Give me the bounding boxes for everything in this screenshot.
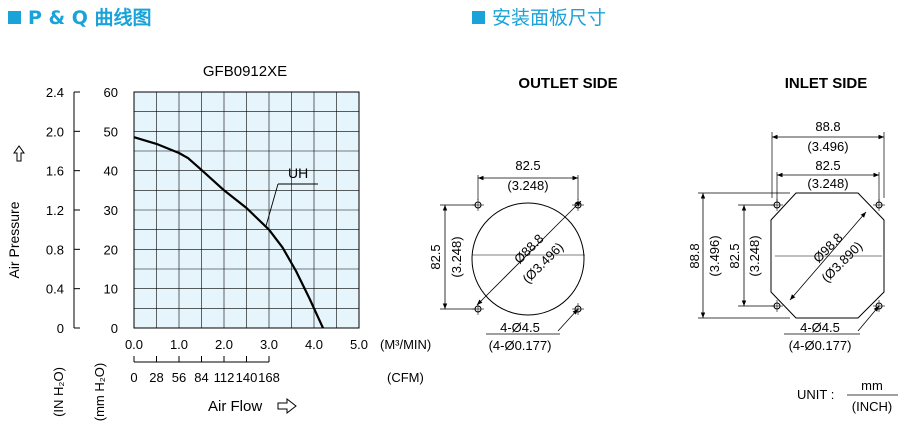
inlet-hole-spacing-in: (3.248) [807,176,848,191]
inlet-housing-outline [770,192,885,319]
y-in-tick-label: 0.8 [46,242,64,257]
y-mm-tick-label: 60 [104,85,118,100]
y-in-tick-label: 2.0 [46,124,64,139]
inlet-vert-outer-in: (3.496) [707,235,722,276]
unit-numerator: mm [861,378,883,393]
x-m3min-tick-label: 2.0 [215,337,233,352]
x-cfm-tick-label: 168 [258,370,280,385]
unit-label: UNIT : [797,387,834,402]
x-cfm-tick-label: 84 [194,370,208,385]
unit-legend: UNIT : mm (INCH) [797,378,898,414]
inlet-holes-mm: 4-Ø4.5 [800,320,840,335]
arrow-up-icon [13,145,25,162]
right-section-header: 安装面板尺寸 [472,7,606,29]
left-section-header: P & Q 曲线图 [8,6,152,29]
inlet-vert-outer-mm: 88.8 [687,243,702,268]
outlet-side-drawing: OUTLET SIDE 82.5 (3.248) 82.5 (3.248) Ø8… [428,75,618,353]
x-axis-m3min-ticks: 0.0 1.0 2.0 3.0 4.0 5.0 [125,337,368,352]
mounting-panel-title: 安装面板尺寸 [492,7,606,29]
inlet-outer-mm: 88.8 [815,119,840,134]
y-in-tick-label: 0 [57,321,64,336]
outlet-holes-mm: 4-Ø4.5 [500,320,540,335]
inlet-title: INLET SIDE [785,75,868,92]
y-in-tick-label: 0.4 [46,282,64,297]
outlet-hole-spacing-mm: 82.5 [515,158,540,173]
x-axis-label: Air Flow [208,398,262,415]
x-m3min-tick-label: 3.0 [260,337,278,352]
y-mm-tick-label: 0 [111,321,118,336]
outlet-holes-in: (4-Ø0.177) [489,338,552,353]
y-in-tick-label: 2.4 [46,85,64,100]
outlet-title: OUTLET SIDE [518,75,617,92]
uh-annotation: UH [265,165,318,227]
inlet-side-drawing: INLET SIDE 88.8 (3.496) 82.5 (3.248) 88.… [687,75,885,353]
x-cfm-tick-label: 140 [236,370,258,385]
y-unit-in-h2o: (IN H₂O) [51,367,66,417]
x-unit-m3min: (M³/MIN) [380,337,431,352]
x-cfm-tick-label: 0 [130,370,137,385]
y-mm-tick-label: 20 [104,242,118,257]
y-mm-tick-label: 30 [104,203,118,218]
inlet-outer-in: (3.496) [807,139,848,154]
y-in-tick-label: 1.2 [46,203,64,218]
inlet-vert-in: (3.248) [747,235,762,276]
chart-title: GFB0912XE [203,63,287,80]
inlet-hole-spacing-mm: 82.5 [815,158,840,173]
inlet-vert-mm: 82.5 [727,243,742,268]
pq-chart: GFB0912XE 0 0.4 0.8 1.2 1.6 2.0 2.4 0 10 20 30 40 5… [6,63,431,421]
y-mm-tick-label: 40 [104,164,118,179]
y-mm-tick-label: 50 [104,124,118,139]
x-cfm-tick-label: 112 [214,370,235,385]
y-axis-in-h2o-ticks: 0 0.4 0.8 1.2 1.6 2.0 2.4 [46,85,80,336]
x-m3min-tick-label: 4.0 [305,337,323,352]
pq-curve-title: P & Q 曲线图 [28,6,152,29]
arrow-right-icon [277,397,297,415]
x-cfm-tick-label: 56 [172,370,186,385]
series-layer [133,136,324,329]
y-unit-mm-h2o: (mm H₂O) [92,363,107,421]
y-in-tick-label: 1.6 [46,164,64,179]
uh-annotation-label: UH [288,165,308,181]
x-cfm-tick-label: 28 [149,370,163,385]
x-m3min-tick-label: 1.0 [170,337,188,352]
grid [134,92,359,328]
square-bullet-icon [8,11,21,24]
unit-denominator: (INCH) [852,399,892,414]
outlet-vert-in: (3.248) [449,236,464,277]
y-mm-tick-label: 10 [104,282,118,297]
square-bullet-icon [472,11,485,24]
inlet-holes-in: (4-Ø0.177) [789,338,852,353]
x-m3min-tick-label: 0.0 [125,337,143,352]
x-unit-cfm: (CFM) [387,370,424,385]
y-axis-mm-h2o-ticks: 0 10 20 30 40 50 60 [104,85,118,336]
outlet-vert-mm: 82.5 [428,244,443,269]
y-axis-title: Air Pressure [6,145,25,279]
x-m3min-tick-label: 5.0 [350,337,368,352]
x-axis-title: Air Flow [208,397,297,415]
y-axis-label: Air Pressure [6,201,22,278]
outlet-hole-spacing-in: (3.248) [507,178,548,193]
inlet-mounting-holes [771,199,885,312]
